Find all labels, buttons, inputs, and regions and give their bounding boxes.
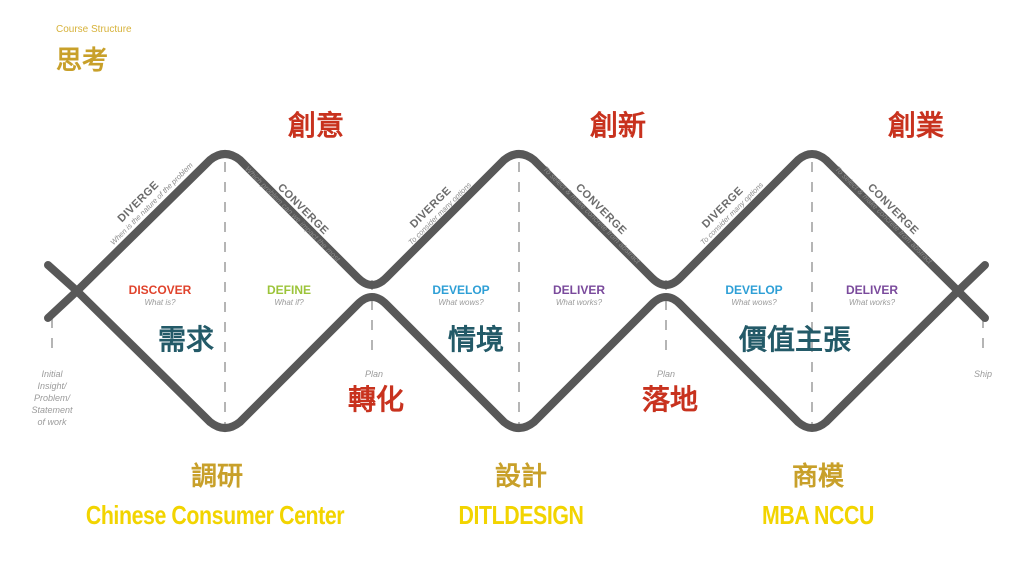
- phase-deliver-1-subtitle: What works?: [555, 298, 603, 307]
- phase-develop-1-subtitle: What wows?: [438, 298, 484, 307]
- implement-label: 落地: [641, 383, 699, 416]
- phase-dividers: [51, 162, 984, 425]
- transform-label: 轉化: [347, 383, 405, 416]
- phase-deliver-2: DELIVER: [845, 283, 899, 297]
- phase-discover-subtitle: What is?: [144, 298, 176, 307]
- phase-develop-2: DEVELOP: [725, 283, 783, 297]
- page-title: 思考: [56, 46, 109, 76]
- context-label: 情境: [447, 323, 505, 356]
- start-label: Initial Insight/ Problem/ Statement of w…: [31, 369, 73, 427]
- research-label: 調研: [190, 462, 244, 492]
- phase-develop-1: DEVELOP: [432, 283, 490, 297]
- phase-deliver-1: DELIVER: [552, 283, 606, 297]
- plan-label-2: Plan: [656, 369, 676, 379]
- phase-develop-2-subtitle: What wows?: [731, 298, 777, 307]
- brand-chinese-consumer-center: Chinese Consumer Center: [85, 500, 345, 530]
- brand-ditldesign: DITLDESIGN: [458, 500, 584, 530]
- design-label: 設計: [494, 462, 548, 492]
- brand-mba-nccu: MBA NCCU: [762, 500, 874, 530]
- upper-curve: [44, 150, 989, 297]
- ship-label: Ship: [973, 369, 993, 379]
- stage-label-innovation: 創新: [589, 109, 647, 142]
- value-proposition-label: 價值主張: [738, 323, 852, 356]
- phase-define-subtitle: What if?: [274, 298, 304, 307]
- lower-curve: [44, 285, 989, 432]
- stage-label-creativity: 創意: [287, 109, 345, 142]
- business-model-label: 商模: [791, 462, 845, 492]
- needs-label: 需求: [157, 323, 215, 356]
- phase-deliver-2-subtitle: What works?: [848, 298, 896, 307]
- phase-define: DEFINE: [266, 283, 312, 297]
- stage-label-entrepreneurship: 創業: [887, 109, 945, 142]
- plan-label-1: Plan: [364, 369, 384, 379]
- course-structure-label: Course Structure: [56, 24, 132, 35]
- phase-discover: DISCOVER: [128, 283, 192, 297]
